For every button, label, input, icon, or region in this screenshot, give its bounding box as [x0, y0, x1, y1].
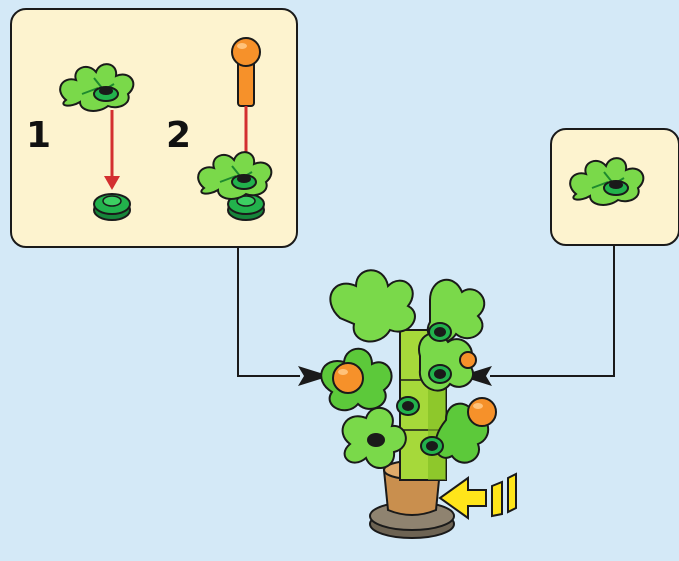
step-number-2: 2 — [166, 115, 192, 156]
red-down-arrow-icon — [104, 176, 120, 190]
black-pointer-arrow-icon — [298, 366, 330, 386]
step-2-leaf-piece — [197, 151, 273, 200]
step-1-round-plate — [93, 193, 131, 221]
step-1-leaf-piece — [59, 63, 135, 112]
right-connector-line — [490, 246, 615, 377]
step-number-1: 1 — [26, 115, 52, 156]
black-pointer-arrow-icon — [460, 366, 492, 386]
orange-flower-stem-icon — [231, 37, 261, 107]
plant-model — [320, 269, 497, 539]
yellow-rotate-arrow-icon — [438, 472, 517, 520]
left-connector-line — [237, 248, 300, 377]
green-leaf-plate-icon — [569, 157, 645, 206]
